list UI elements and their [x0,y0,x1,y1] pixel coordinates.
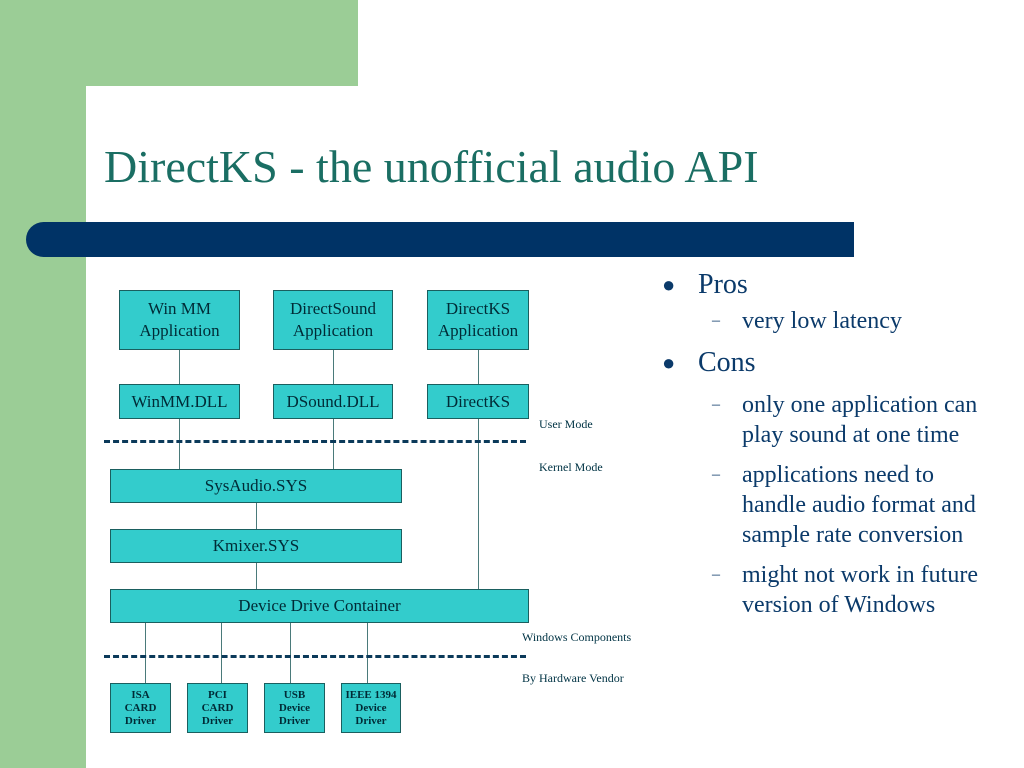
left-green-band [0,0,86,768]
sub-bullet: – only one application can play sound at… [660,390,1000,450]
sub-bullet: – very low latency [660,306,1000,336]
sub-bullet: – applications need to handle audio form… [660,460,1000,550]
sub-bullet: – might not work in future version of Wi… [660,560,1000,620]
connector-directks-container [478,419,479,589]
dash-bullet-icon: – [712,312,720,329]
bullet-cons-label: Cons [698,347,756,378]
sysaudio-sys-box: SysAudio.SYS [110,469,402,503]
connector-container-usb [290,623,291,683]
connector-container-pci [221,623,222,683]
windows-components-label: Windows Components [522,630,632,644]
by-hardware-vendor-label: By Hardware Vendor [522,671,624,685]
sub-bullet-text: only one application can play sound at o… [742,392,978,448]
connector-dsound-app-dll [333,350,334,384]
bullet-pros-label: Pros [698,269,748,300]
connector-sysaudio-kmixer [256,503,257,529]
sub-bullet-text: might not work in future version of Wind… [742,562,978,618]
directsound-application-box: DirectSound Application [273,290,393,350]
directks-box: DirectKS [427,384,529,419]
pros-cons-list: ● Pros – very low latency ● Cons – only … [660,268,1000,620]
dash-bullet-icon: – [712,396,720,413]
usb-device-driver-box: USB Device Driver [264,683,325,733]
bullet-cons: ● Cons [660,346,1000,380]
winmm-dll-box: WinMM.DLL [119,384,240,419]
user-mode-label: User Mode [539,417,593,431]
dsound-dll-box: DSound.DLL [273,384,393,419]
connector-kmixer-container [256,563,257,589]
ieee1394-device-driver-box: IEEE 1394 Device Driver [341,683,401,733]
title-underline-bar [26,222,854,257]
directks-application-box: DirectKS Application [427,290,529,350]
slide-title: DirectKS - the unofficial audio API [104,141,759,192]
dash-bullet-icon: – [712,566,720,583]
dash-bullet-icon: – [712,466,720,483]
connector-container-ieee [367,623,368,683]
slide-content-panel [86,86,1024,768]
connector-container-isa [145,623,146,683]
windows-vendor-separator [104,655,526,658]
isa-card-driver-box: ISA CARD Driver [110,683,171,733]
bullet-dot-icon: ● [662,350,676,375]
bullet-pros: ● Pros [660,268,1000,302]
connector-winmm-dll-sysaudio [179,419,180,469]
sub-bullet-text: very low latency [742,308,902,334]
connector-winmm-app-dll [179,350,180,384]
connector-directks-app-dll [478,350,479,384]
pci-card-driver-box: PCI CARD Driver [187,683,248,733]
sub-bullet-text: applications need to handle audio format… [742,462,976,548]
user-kernel-separator [104,440,526,443]
connector-dsound-dll-sysaudio [333,419,334,469]
kernel-mode-label: Kernel Mode [539,460,603,474]
kmixer-sys-box: Kmixer.SYS [110,529,402,563]
device-drive-container-box: Device Drive Container [110,589,529,623]
bullet-dot-icon: ● [662,272,676,297]
winmm-application-box: Win MM Application [119,290,240,350]
top-green-band [0,0,358,86]
